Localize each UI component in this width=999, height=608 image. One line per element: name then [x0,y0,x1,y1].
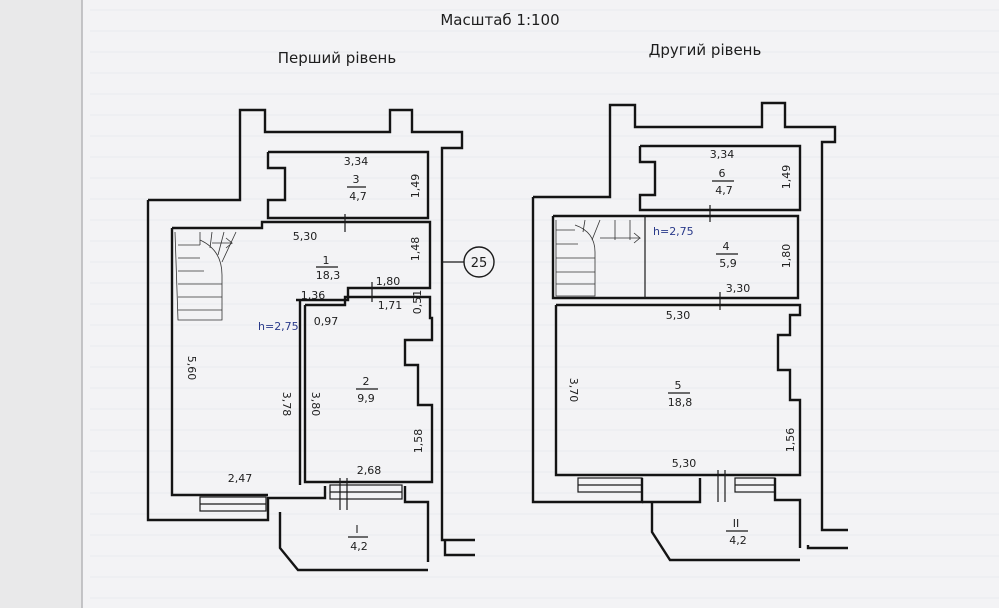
dim-l2-5: 3,70 [567,378,580,403]
room4-area: 5,9 [719,257,737,270]
level1-title: Перший рівень [278,49,396,67]
dim-l2-6: 1,56 [784,428,797,453]
roomII-area: 4,2 [729,534,747,547]
level2-height: h=2,75 [653,225,694,238]
room4-number: 4 [723,240,730,253]
roomII-number: II [733,517,740,530]
paper-grid [90,9,999,599]
dim-l1-2: 5,30 [293,230,318,243]
room3-area: 4,7 [349,190,367,203]
dim-l2-4: 5,30 [666,309,691,322]
room2-number: 2 [363,375,370,388]
scale-label: Масштаб 1:100 [440,11,559,29]
room3-number: 3 [353,173,360,186]
dim-l1-9: 5,60 [185,356,198,381]
level1-plan: 25 3 4,7 1 18,3 2 9,9 I 4,2 h=2,75 3,34 … [146,108,495,572]
dim-l1-8: 0,97 [314,315,339,328]
dim-l1-7: 0,51 [411,290,424,315]
dim-l2-1: 1,49 [780,165,793,190]
level2-title: Другий рівень [649,41,762,59]
room1-number: 1 [323,254,330,267]
room6-area: 4,7 [715,184,733,197]
badge-number: 25 [471,256,488,271]
dim-l1-11: 3,80 [309,392,322,417]
dim-l2-7: 5,30 [672,457,697,470]
dim-l1-6: 1,71 [378,299,403,312]
dim-l1-5: 1,36 [301,289,326,302]
room5-area: 18,8 [668,396,693,409]
dim-l1-0: 3,34 [344,155,369,168]
dim-l2-3: 3,30 [726,282,751,295]
dim-l1-4: 1,80 [376,275,401,288]
dim-l1-3: 1,48 [409,237,422,262]
level2-plan: 6 4,7 4 5,9 5 18,8 II 4,2 h=2,75 3,34 1,… [531,101,848,562]
dim-l1-1: 1,49 [409,174,422,199]
dim-l1-10: 3,78 [280,392,293,417]
dim-l1-14: 2,68 [357,464,382,477]
room5-number: 5 [675,379,682,392]
dim-l2-2: 1,80 [780,244,793,269]
room1-area: 18,3 [316,269,341,282]
room6-number: 6 [719,167,726,180]
dim-l1-13: 2,47 [228,472,253,485]
dim-l2-0: 3,34 [710,148,735,161]
room2-area: 9,9 [357,392,375,405]
level1-height: h=2,75 [258,320,299,333]
dim-l1-12: 1,58 [412,429,425,454]
roomI-area: 4,2 [350,540,368,553]
roomI-number: I [355,523,358,536]
